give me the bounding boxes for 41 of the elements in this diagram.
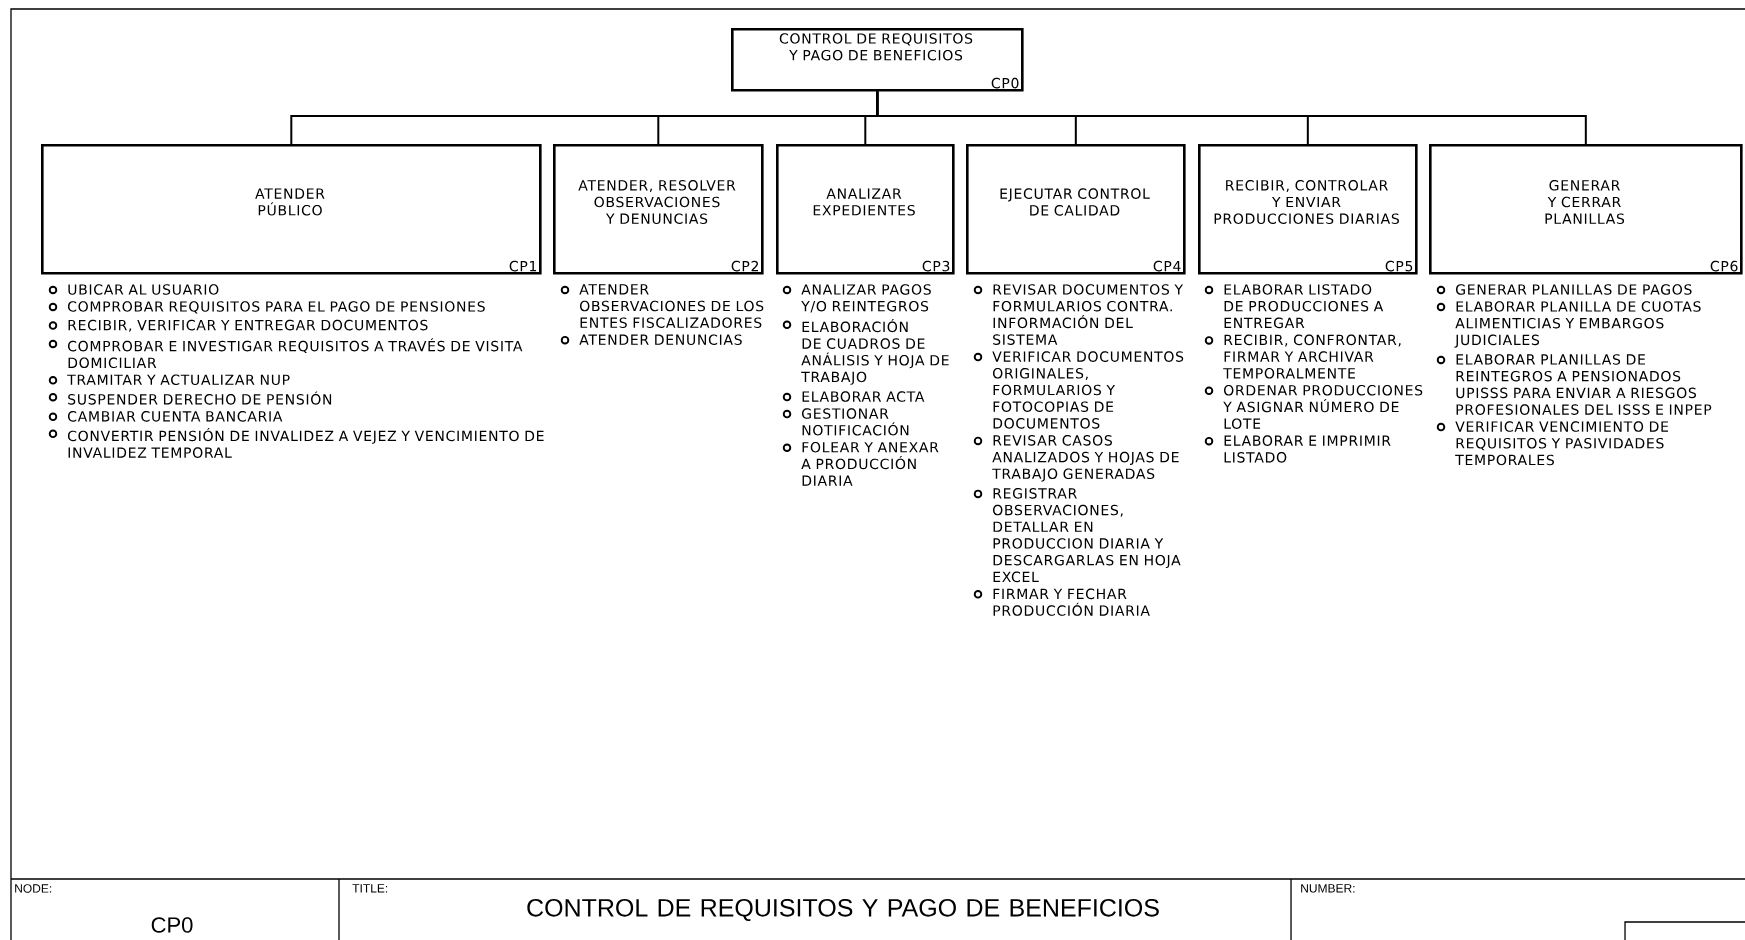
process-box: ATENDER PÚBLICO CP1 xyxy=(41,144,542,275)
list-item: CAMBIAR CUENTA BANCARIA xyxy=(68,411,283,422)
process-box: GENERAR Y CERRAR PLANILLAS CP6 xyxy=(1429,144,1743,275)
process-box: EJECUTAR CONTROL DE CALIDAD CP4 xyxy=(966,144,1186,275)
list-item: CONVERTIR PENSIÓN DE INVALIDEZ A VEJEZ Y VENCIMIENTO DE INVALIDEZ TEMPORAL xyxy=(68,428,544,458)
list-item: ELABORACIÓN DE CUADROS DE ANÁLISIS Y HOJA DE TRABAJO xyxy=(801,319,949,385)
list-item: SUSPENDER DERECHO DE PENSIÓN xyxy=(68,391,332,405)
list-item: REGISTRAR OBSERVACIONES, DETALLAR EN PRODUCCION DIARIA Y DESCARGARLAS EN HOJA EXCEL xyxy=(993,488,1181,583)
list-item: FOLEAR Y ANEXAR A PRODUCCIÓN DIARIA xyxy=(801,441,939,486)
list-item: VERIFICAR DOCUMENTOS ORIGINALES, FORMULARIOS Y FOTOCOPIAS DE DOCUMENTOS xyxy=(992,351,1184,429)
list-item: FIRMAR Y FECHAR PRODUCCIÓN DIARIA xyxy=(993,588,1150,616)
list-item: VERIFICAR VENCIMIENTO DE REQUISITOS Y PASIVIDADES TEMPORALES xyxy=(1455,421,1668,466)
list-item: COMPROBAR E INVESTIGAR REQUISITOS A TRAVÉS DE VISITA DOMICILIAR xyxy=(68,338,523,369)
process-box: CONTROL DE REQUISITOS Y PAGO DE BENEFICIOS CP0 xyxy=(731,28,1024,92)
list-item: RECIBIR, VERIFICAR Y ENTREGAR DOCUMENTOS xyxy=(68,319,428,332)
list-item: REVISAR CASOS ANALIZADOS Y HOJAS DE TRABAJO GENERADAS xyxy=(992,435,1179,482)
process-box: ATENDER, RESOLVER OBSERVACIONES Y DENUNCIAS CP2 xyxy=(553,144,764,275)
list-item: REVISAR DOCUMENTOS Y FORMULARIOS CONTRA. INFORMACIÓN DEL SISTEMA xyxy=(993,284,1184,345)
field-label: NUMBER: xyxy=(1301,884,1355,893)
list-item: UBICAR AL USUARIO xyxy=(68,284,219,295)
field-label: TITLE: xyxy=(352,884,388,893)
node-code: CP0 xyxy=(151,917,193,933)
list-item: ELABORAR LISTADO DE PRODUCCIONES A ENTREGAR xyxy=(1224,284,1384,329)
process-box: ANALIZAR EXPEDIENTES CP3 xyxy=(776,144,955,275)
list-item: ATENDER DENUNCIAS xyxy=(579,334,742,345)
list-item: COMPROBAR REQUISITOS PARA EL PAGO DE PENSIONES xyxy=(68,301,485,314)
list-item: ORDENAR PRODUCCIONES Y ASIGNAR NÚMERO DE LOTE xyxy=(1223,385,1423,429)
field-label: NODE: xyxy=(15,884,52,893)
process-box: RECIBIR, CONTROLAR Y ENVIAR PRODUCCIONES DIARIAS CP5 xyxy=(1198,144,1418,275)
list-item: ELABORAR ACTA xyxy=(802,391,925,402)
connector-line xyxy=(876,90,1587,145)
list-item: RECIBIR, CONFRONTAR, FIRMAR Y ARCHIVAR TEMPORALMENTE xyxy=(1223,334,1401,379)
list-item: ATENDER OBSERVACIONES DE LOS ENTES FISCALIZADORES xyxy=(579,284,764,328)
list-item: GESTIONAR NOTIFICACIÓN xyxy=(802,408,909,436)
list-item: ELABORAR PLANILLA DE CUOTAS ALIMENTICIAS Y EMBARGOS JUDICIALES xyxy=(1454,301,1701,348)
list-item: ELABORAR PLANILLAS DE REINTEGROS A PENSIONADOS UPISSS PARA ENVIAR A RIESGOS PROFESIONALES DEL ISSS E INPEP xyxy=(1456,354,1712,415)
list-item: ELABORAR E IMPRIMIR LISTADO xyxy=(1224,435,1391,463)
list-item: ANALIZAR PAGOS Y/O REINTEGROS xyxy=(801,284,931,313)
list-item: GENERAR PLANILLAS DE PAGOS xyxy=(1456,284,1692,295)
list-item: TRAMITAR Y ACTUALIZAR NUP xyxy=(67,374,290,386)
title-text: CONTROL DE REQUISITOS Y PAGO DE BENEFICIOS xyxy=(527,898,1159,922)
